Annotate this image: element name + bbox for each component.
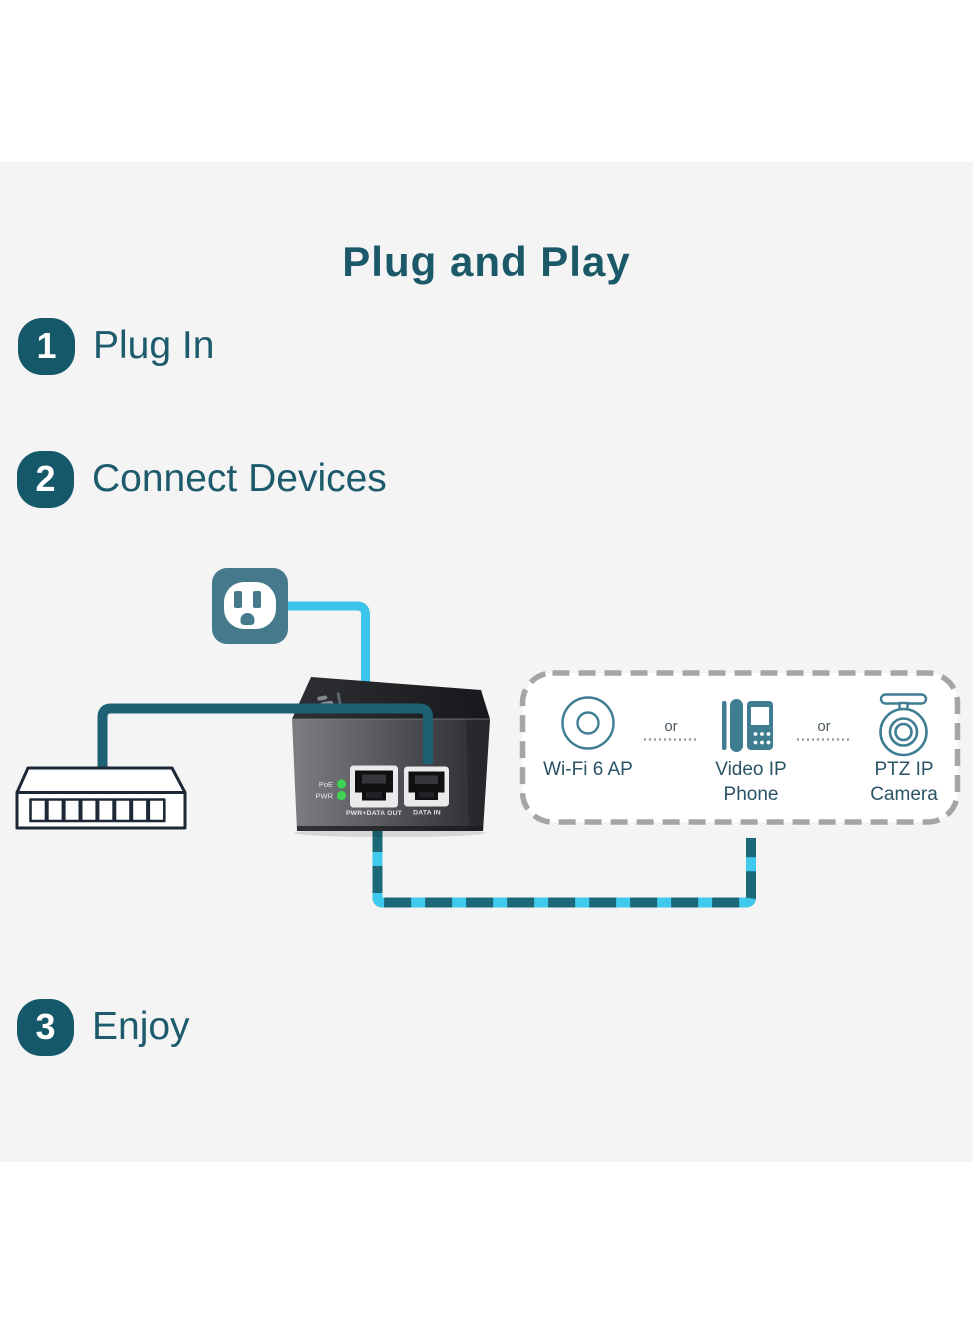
step-3-label: Enjoy — [92, 1005, 190, 1048]
step-3-row: 3 Enjoy — [17, 998, 190, 1056]
ptz-camera-icon — [879, 693, 928, 757]
video-ip-phone-label-line2: Phone — [723, 784, 779, 805]
video-ip-phone-label: Video IP Phone — [681, 757, 821, 807]
poe-data-cable — [372, 830, 756, 908]
power-outlet-icon — [212, 568, 288, 644]
wifi-ap-label-line1: Wi-Fi 6 AP — [543, 759, 633, 780]
port2-label: DATA IN — [413, 810, 441, 817]
switch-data-cable — [97, 703, 433, 780]
step-1-row: 1 Plug In — [18, 317, 214, 375]
step-2-label: Connect Devices — [92, 457, 387, 500]
wifi-ap-label: Wi-Fi 6 AP — [518, 757, 658, 782]
or-separator-1: or — [664, 718, 677, 735]
step-3-badge: 3 — [17, 998, 74, 1056]
page-title: Plug and Play — [342, 238, 631, 285]
ptz-camera-label-line2: Camera — [870, 784, 938, 805]
pwr-led — [336, 790, 347, 801]
led-poe-label: PoE — [319, 780, 333, 789]
step-2-badge: 2 — [17, 450, 74, 508]
video-ip-phone-icon — [722, 699, 773, 752]
power-cable — [286, 601, 370, 684]
step-1-label: Plug In — [93, 324, 215, 367]
network-switch — [15, 766, 187, 830]
ptz-camera-label: PTZ IP Camera — [834, 757, 973, 807]
step-1-badge: 1 — [18, 317, 75, 375]
port-data-in — [404, 766, 449, 807]
port-pwr-data-out — [350, 765, 398, 808]
video-ip-phone-label-line1: Video IP — [715, 759, 787, 780]
wifi-ap-icon — [561, 696, 615, 750]
or-separator-2: or — [817, 718, 830, 735]
led-pwr-label: PWR — [316, 792, 334, 801]
poe-led — [336, 779, 347, 789]
step-2-row: 2 Connect Devices — [17, 450, 387, 508]
ptz-camera-label-line1: PTZ IP — [874, 759, 934, 780]
background-band — [0, 162, 973, 1162]
port1-label: PWR+DATA OUT — [346, 810, 403, 817]
poe-injector: PoE PWR PWR+DATA OUT DATA IN — [292, 677, 490, 837]
